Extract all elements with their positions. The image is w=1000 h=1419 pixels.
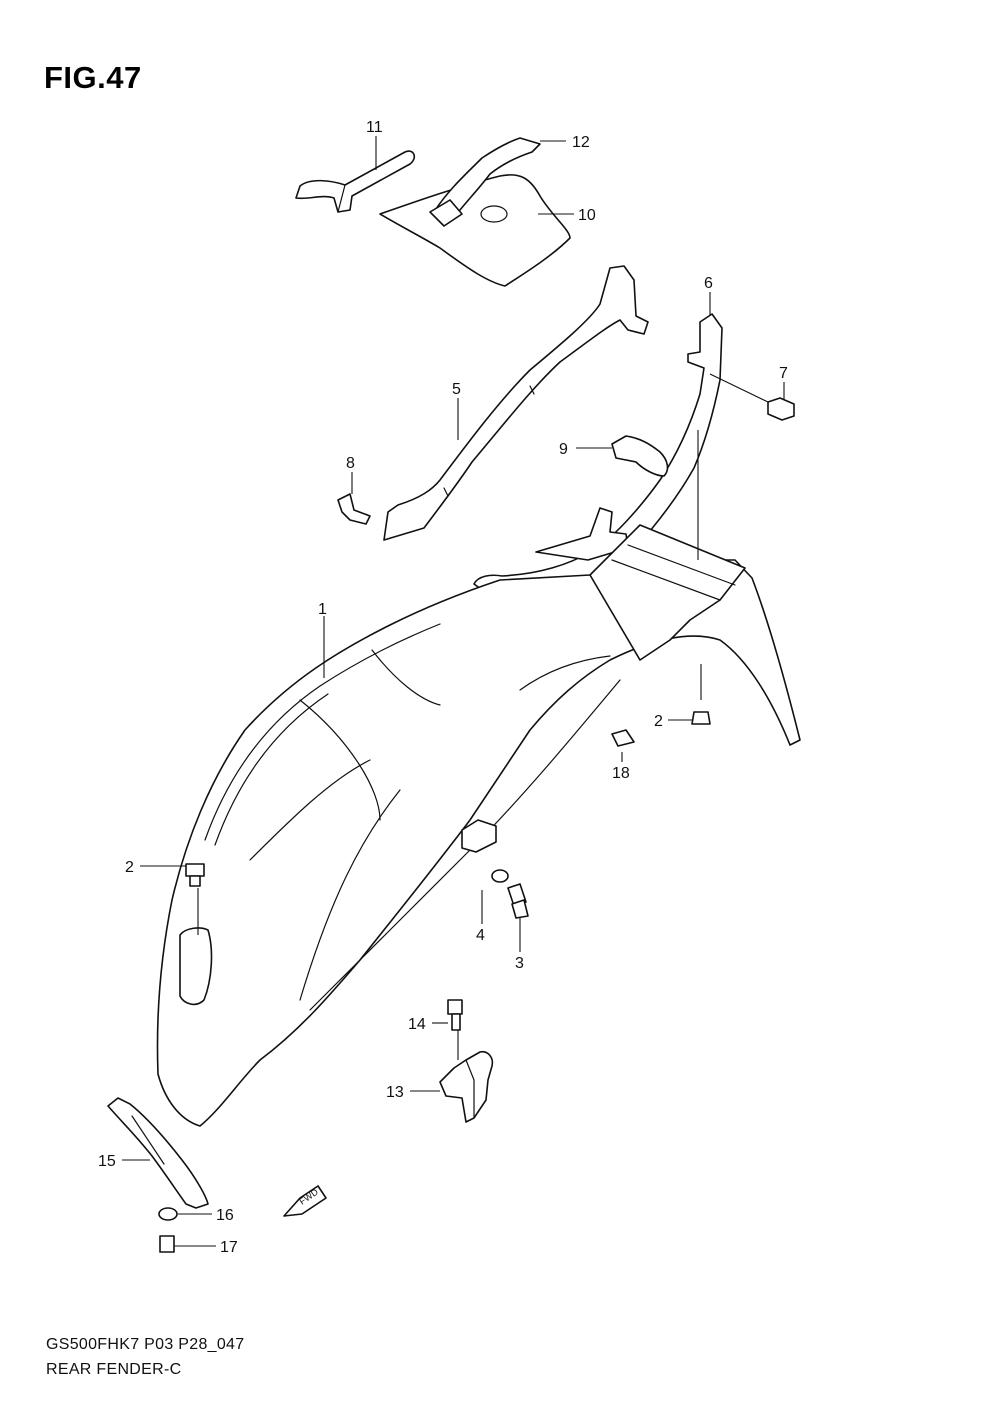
footer-diagram-name: REAR FENDER-C bbox=[46, 1361, 182, 1378]
part-5-left-rail bbox=[383, 265, 649, 541]
callout-7: 7 bbox=[779, 365, 788, 382]
callout-15: 15 bbox=[98, 1153, 116, 1170]
fasteners bbox=[158, 397, 795, 1253]
callout-2-lower: 2 bbox=[125, 859, 134, 876]
part-18-pad bbox=[611, 729, 635, 747]
callout-2-upper: 2 bbox=[654, 713, 663, 730]
callout-1: 1 bbox=[318, 601, 327, 618]
callout-4: 4 bbox=[476, 927, 485, 944]
footer-diagram-code: GS500FHK7 P03 P28_047 bbox=[46, 1336, 245, 1353]
callout-11: 11 bbox=[366, 119, 383, 136]
callout-8: 8 bbox=[346, 455, 355, 472]
callout-18: 18 bbox=[612, 765, 630, 782]
callout-16: 16 bbox=[216, 1207, 234, 1224]
callout-13: 13 bbox=[386, 1084, 404, 1101]
part-12-strap bbox=[429, 137, 541, 227]
callout-10: 10 bbox=[578, 207, 596, 224]
callout-14: 14 bbox=[408, 1016, 426, 1033]
part-15-bracket bbox=[107, 1097, 209, 1209]
callout-3: 3 bbox=[515, 955, 524, 972]
callout-leaders bbox=[122, 136, 785, 1247]
callout-12: 12 bbox=[572, 134, 590, 151]
fwd-arrow: FWD bbox=[283, 1185, 327, 1217]
part-11-lever bbox=[295, 150, 416, 213]
part-13-bracket bbox=[439, 1050, 494, 1123]
part-9-bracket bbox=[611, 435, 669, 477]
part-1-rear-fender bbox=[156, 524, 801, 1127]
figure-title: FIG.47 bbox=[44, 60, 142, 95]
callout-5: 5 bbox=[452, 381, 461, 398]
assembly-lines bbox=[197, 373, 769, 1060]
callout-9: 9 bbox=[559, 441, 568, 458]
callout-6: 6 bbox=[704, 275, 713, 292]
callout-17: 17 bbox=[220, 1239, 238, 1256]
callout-numbers: 1 2 2 3 4 5 6 7 8 9 10 11 12 13 14 15 16… bbox=[98, 119, 788, 1256]
